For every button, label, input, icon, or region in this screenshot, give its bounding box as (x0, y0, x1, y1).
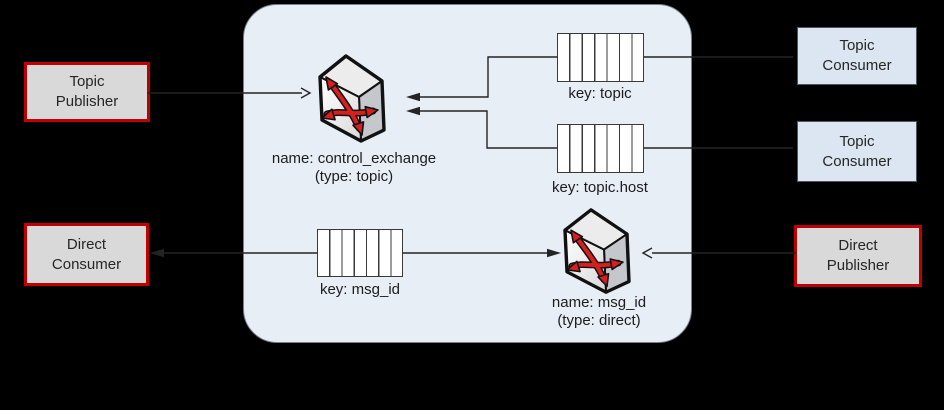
topic-publisher-box: Topic Publisher (24, 62, 150, 122)
topic-consumer-box-1: Topic Consumer (797, 27, 917, 85)
direct-consumer-box: Direct Consumer (24, 223, 149, 286)
queue-topic-host (557, 124, 644, 173)
topic-consumer-2-label: Topic Consumer (822, 132, 892, 170)
direct-publisher-box: Direct Publisher (794, 225, 922, 287)
control-exchange-icon (310, 52, 390, 147)
topic-consumer-1-label: Topic Consumer (822, 37, 892, 74)
control-exchange-type: (type: topic) (314, 168, 394, 185)
queue-topic-label: key: topic (568, 85, 632, 102)
topic-publisher-label: Topic Publisher (55, 73, 119, 110)
control-exchange-label: name: control_exchange (type: topic) (234, 150, 474, 186)
queue-topic-host-label: key: topic.host (552, 179, 648, 196)
queue-msg-id-label: key: msg_id (319, 281, 401, 298)
direct-consumer-label: Direct Consumer (51, 235, 122, 273)
topic-consumer-box-2: Topic Consumer (797, 121, 917, 182)
direct-exchange-label: name: msg_id (type: direct) (479, 294, 719, 330)
solid-arrowhead-direct-consumer (150, 248, 164, 258)
queue-msg-id (317, 229, 403, 277)
direct-exchange-icon (555, 206, 635, 298)
queue-topic (557, 33, 644, 82)
control-exchange-name: name: control_exchange (271, 150, 437, 167)
direct-exchange-name: name: msg_id (551, 294, 647, 311)
direct-exchange-type: (type: direct) (557, 312, 641, 329)
direct-publisher-label: Direct Publisher (826, 237, 890, 274)
